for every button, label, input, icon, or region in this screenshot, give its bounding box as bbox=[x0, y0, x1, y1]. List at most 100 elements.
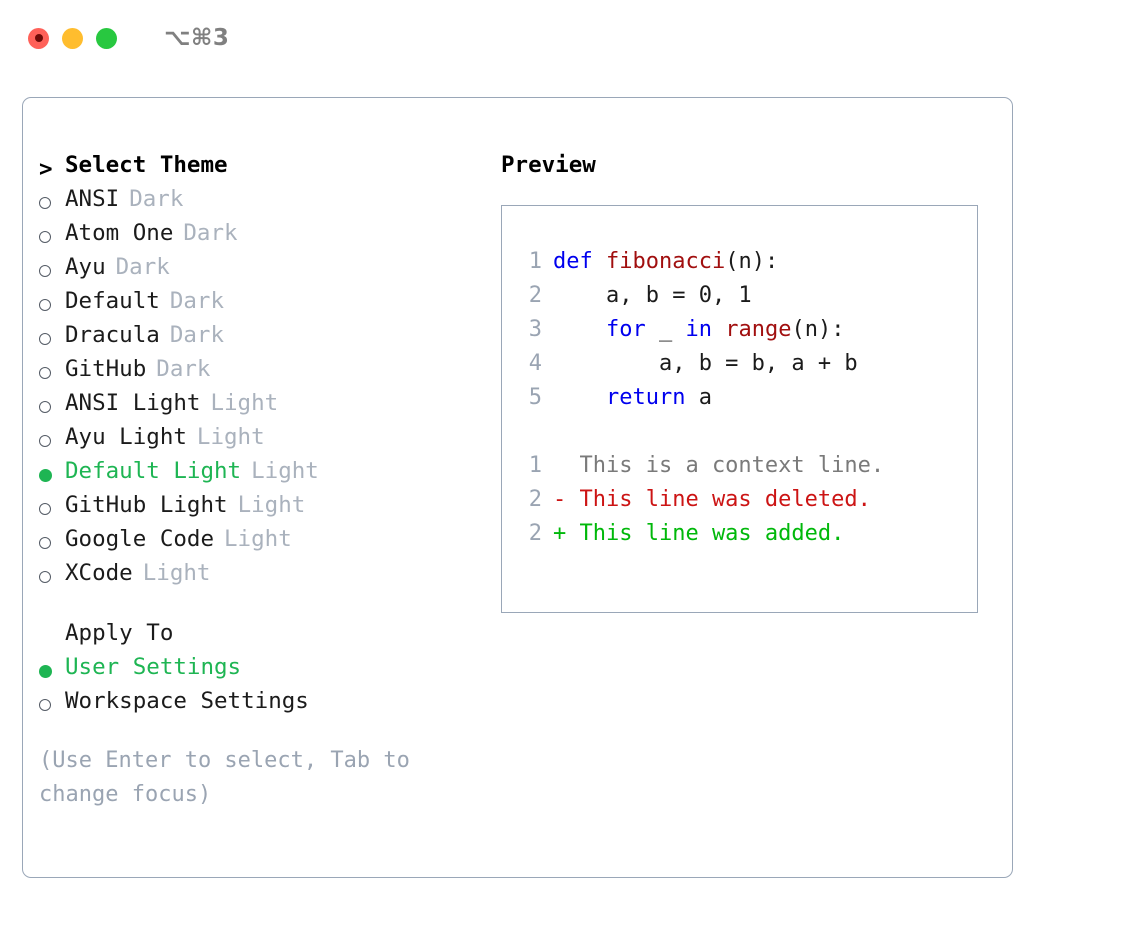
radio-unselected-icon[interactable] bbox=[39, 424, 65, 458]
maximize-button[interactable] bbox=[96, 27, 117, 49]
line-number: 3 bbox=[528, 317, 542, 342]
code-line: 1 def fibonacci(n): bbox=[512, 249, 977, 283]
code-line: 5 return a bbox=[512, 385, 977, 419]
keyboard-hint-text: (Use Enter to select, Tab to change focu… bbox=[39, 748, 410, 807]
preview-column: Preview 1 def fibonacci(n): 2 a, b = 0, … bbox=[501, 152, 1001, 613]
theme-option-default-dark[interactable]: Default Dark bbox=[39, 288, 489, 322]
apply-to-option-user-settings[interactable]: User Settings bbox=[39, 654, 489, 688]
apply-to-header: Apply To bbox=[39, 620, 489, 654]
line-number: 2 bbox=[528, 283, 542, 308]
theme-variant-badge: Light bbox=[224, 526, 292, 552]
theme-option-ayu-light[interactable]: Ayu Light Light bbox=[39, 424, 489, 458]
theme-variant-badge: Dark bbox=[129, 186, 184, 212]
minimize-button[interactable] bbox=[62, 27, 83, 49]
theme-option-label: ANSI bbox=[65, 186, 120, 212]
theme-variant-badge: Light bbox=[196, 424, 265, 450]
theme-variant-badge: Dark bbox=[156, 356, 211, 382]
line-number: 2 bbox=[528, 521, 542, 546]
theme-option-default-light[interactable]: Default Light Light bbox=[39, 458, 489, 492]
apply-to-header-label: Apply To bbox=[65, 620, 174, 646]
theme-option-label: Default bbox=[65, 288, 160, 314]
preview-title: Preview bbox=[501, 152, 596, 178]
radio-selected-icon[interactable] bbox=[39, 654, 65, 688]
theme-option-label: Ayu Light bbox=[65, 424, 187, 450]
theme-variant-badge: Dark bbox=[169, 288, 225, 314]
line-number: 1 bbox=[528, 453, 542, 478]
select-theme-header-label: Select Theme bbox=[65, 152, 228, 178]
radio-unselected-icon[interactable] bbox=[39, 560, 65, 594]
radio-unselected-icon[interactable] bbox=[39, 688, 65, 722]
apply-to-marker-placeholder bbox=[39, 620, 65, 654]
theme-option-xcode[interactable]: XCode Light bbox=[39, 560, 489, 594]
radio-unselected-icon[interactable] bbox=[39, 186, 65, 220]
code-line: 2 a, b = 0, 1 bbox=[512, 283, 977, 317]
theme-option-ansi-light[interactable]: ANSI Light Light bbox=[39, 390, 489, 424]
diff-line-context: 1 This is a context line. bbox=[512, 453, 977, 487]
theme-option-label: ANSI Light bbox=[65, 390, 201, 416]
code-text: def fibonacci(n): bbox=[553, 249, 779, 274]
theme-variant-badge: Light bbox=[251, 458, 319, 484]
theme-selector-panel: > Select Theme ANSI Dark Atom One Dark A… bbox=[22, 97, 1013, 878]
theme-variant-badge: Dark bbox=[183, 220, 238, 246]
caret-icon: > bbox=[39, 155, 53, 182]
apply-to-option-label: Workspace Settings bbox=[65, 688, 309, 714]
code-text: a, b = b, a + b bbox=[553, 351, 858, 376]
code-line: 4 a, b = b, a + b bbox=[512, 351, 977, 385]
theme-option-dracula-dark[interactable]: Dracula Dark bbox=[39, 322, 489, 356]
diff-text: This is a context line. bbox=[553, 453, 885, 478]
radio-unselected-icon[interactable] bbox=[39, 356, 65, 390]
traffic-lights bbox=[28, 27, 117, 49]
theme-option-label: XCode bbox=[65, 560, 133, 586]
preview-code-box: 1 def fibonacci(n): 2 a, b = 0, 1 3 for … bbox=[501, 205, 978, 613]
select-theme-header: > Select Theme bbox=[39, 152, 489, 186]
preview-code-inner: 1 def fibonacci(n): 2 a, b = 0, 1 3 for … bbox=[502, 206, 977, 555]
line-number: 4 bbox=[528, 351, 542, 376]
theme-variant-badge: Dark bbox=[115, 254, 170, 280]
theme-option-label: Google Code bbox=[65, 526, 215, 552]
apply-to-option-label: User Settings bbox=[65, 654, 242, 680]
theme-variant-badge: Light bbox=[142, 560, 211, 586]
theme-option-label: GitHub Light bbox=[65, 492, 228, 518]
close-icon bbox=[34, 34, 43, 42]
theme-option-atom-one-dark[interactable]: Atom One Dark bbox=[39, 220, 489, 254]
theme-option-google-code[interactable]: Google Code Light bbox=[39, 526, 489, 560]
apply-to-option-workspace-settings[interactable]: Workspace Settings bbox=[39, 688, 489, 722]
radio-unselected-icon[interactable] bbox=[39, 322, 65, 356]
line-number: 2 bbox=[528, 487, 542, 512]
theme-option-github-light[interactable]: GitHub Light Light bbox=[39, 492, 489, 526]
radio-unselected-icon[interactable] bbox=[39, 526, 65, 560]
radio-unselected-icon[interactable] bbox=[39, 254, 65, 288]
code-text: for _ in range(n): bbox=[605, 317, 845, 342]
theme-option-label: Ayu bbox=[65, 254, 106, 280]
line-number: 5 bbox=[528, 385, 542, 410]
theme-variant-badge: Light bbox=[210, 390, 279, 416]
theme-option-label: Atom One bbox=[65, 220, 174, 246]
diff-text: + This line was added. bbox=[553, 521, 845, 546]
keyboard-shortcut-label: ⌥⌘3 bbox=[164, 25, 230, 51]
radio-selected-icon[interactable] bbox=[39, 458, 65, 492]
theme-option-github-dark[interactable]: GitHub Dark bbox=[39, 356, 489, 390]
theme-option-ansi-dark[interactable]: ANSI Dark bbox=[39, 186, 489, 220]
section-spacer bbox=[39, 594, 489, 620]
title-bar: ⌥⌘3 bbox=[0, 0, 1140, 76]
code-blank-line bbox=[512, 419, 977, 453]
code-text: a, b = 0, 1 bbox=[553, 283, 752, 308]
theme-option-label: GitHub bbox=[65, 356, 147, 382]
theme-list-column: > Select Theme ANSI Dark Atom One Dark A… bbox=[39, 152, 489, 812]
diff-text: - This line was deleted. bbox=[553, 487, 871, 512]
radio-unselected-icon[interactable] bbox=[39, 288, 65, 322]
theme-option-label: Default Light bbox=[65, 458, 242, 484]
line-number: 1 bbox=[528, 249, 542, 274]
radio-unselected-icon[interactable] bbox=[39, 220, 65, 254]
radio-unselected-icon[interactable] bbox=[39, 390, 65, 424]
theme-option-label: Dracula bbox=[65, 322, 160, 348]
radio-unselected-icon[interactable] bbox=[39, 492, 65, 526]
code-line: 3 for _ in range(n): bbox=[512, 317, 977, 351]
diff-line-added: 2 + This line was added. bbox=[512, 521, 977, 555]
theme-variant-badge: Dark bbox=[169, 322, 225, 348]
theme-variant-badge: Light bbox=[237, 492, 306, 518]
code-text: return a bbox=[605, 385, 712, 410]
theme-option-ayu-dark[interactable]: Ayu Dark bbox=[39, 254, 489, 288]
close-button[interactable] bbox=[28, 27, 49, 49]
